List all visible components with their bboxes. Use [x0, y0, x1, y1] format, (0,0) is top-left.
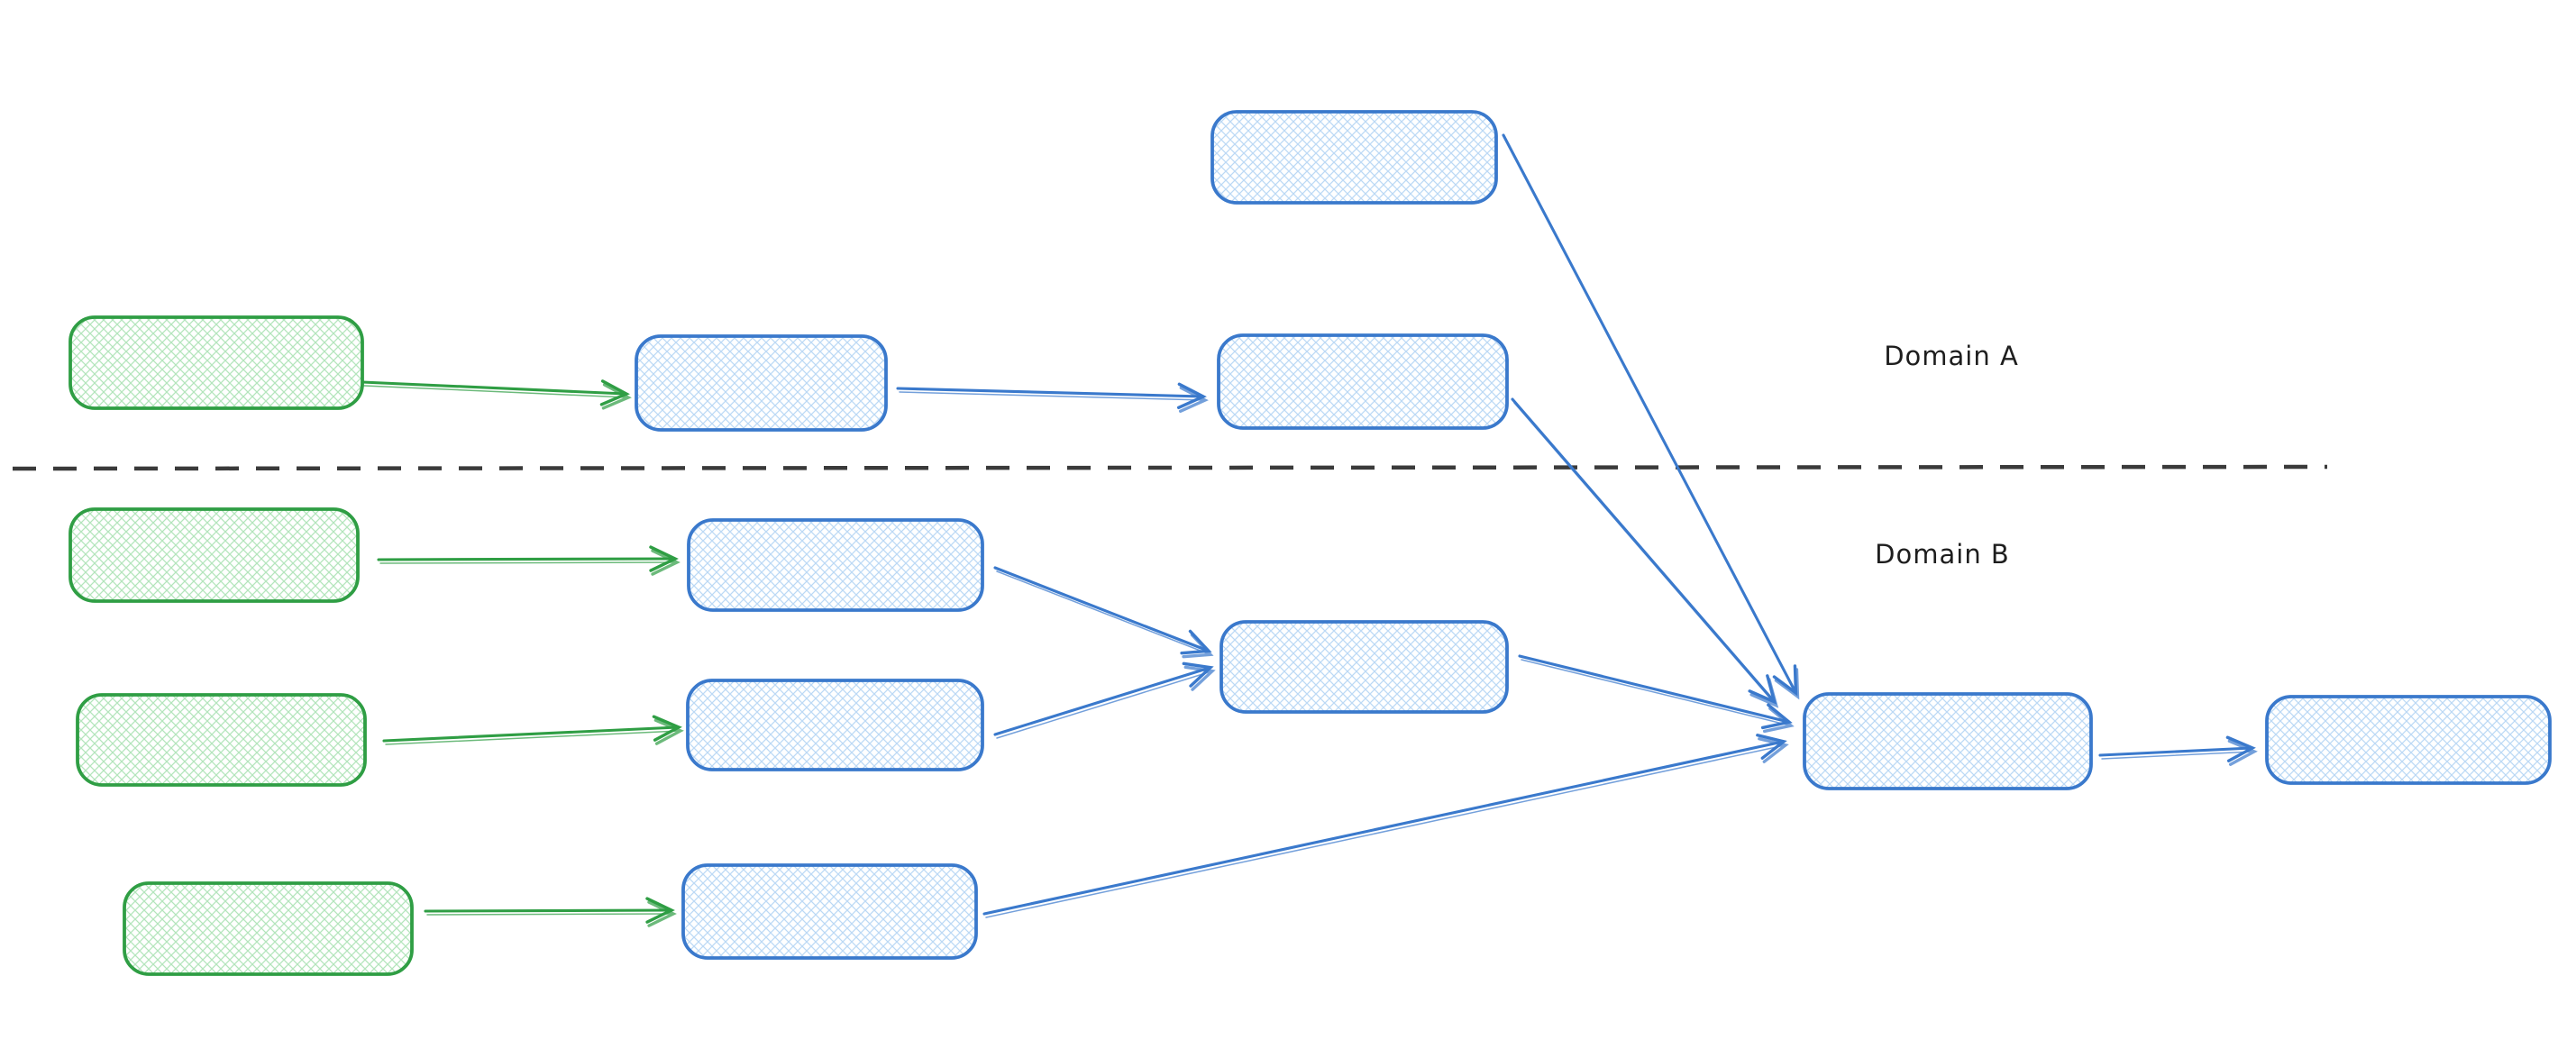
node-blue-final: [2265, 695, 2552, 785]
node-green-b3: [123, 881, 414, 976]
node-green-b2: [76, 693, 367, 787]
node-blue-top: [1210, 110, 1498, 205]
edge-blue-join-to-blue-merge: [1518, 654, 1793, 730]
edge-blue-b3-to-blue-merge-sketch: [985, 737, 1789, 918]
edge-blue-a2-to-blue-merge: [1511, 397, 1777, 705]
domain-divider-line: [12, 464, 2328, 471]
edge-green-a-to-blue-a1-sketch: [363, 383, 632, 410]
edge-blue-merge-to-blue-final: [2098, 735, 2256, 762]
edge-blue-b1-to-blue-join: [993, 566, 1212, 655]
node-blue-a2: [1217, 333, 1509, 430]
edge-green-a-to-blue-a1: [361, 379, 630, 406]
edge-blue-a1-to-blue-a2: [896, 382, 1207, 410]
edge-blue-b1-to-blue-join-sketch: [996, 570, 1214, 659]
node-green-b1: [69, 507, 360, 603]
node-green-a: [69, 315, 364, 410]
node-blue-merge: [1803, 692, 2093, 790]
domain-b-label: Domain B: [1875, 539, 2010, 570]
edge-blue-b2-to-blue-join-sketch: [996, 665, 1216, 739]
node-blue-b2: [686, 679, 984, 771]
node-blue-a1: [635, 334, 888, 432]
edge-blue-top-to-blue-merge: [1502, 133, 1798, 697]
edge-green-b1-to-blue-b1-sketch: [379, 549, 681, 576]
edge-green-b3-to-blue-b3: [424, 897, 675, 924]
edge-green-b2-to-blue-b2-sketch: [385, 718, 684, 745]
edge-blue-b3-to-blue-merge: [982, 734, 1787, 916]
edge-blue-b2-to-blue-join: [993, 661, 1214, 736]
edge-green-b3-to-blue-b3-sketch: [426, 900, 677, 927]
node-blue-b1: [687, 518, 984, 612]
edge-blue-a1-to-blue-a2-sketch: [899, 386, 1209, 414]
edge-green-b1-to-blue-b1: [377, 545, 679, 572]
domain-a-label: Domain A: [1884, 341, 2019, 371]
node-blue-b3: [681, 863, 978, 960]
node-blue-join: [1219, 620, 1509, 714]
edge-blue-join-to-blue-merge-sketch: [1521, 659, 1795, 734]
edge-green-b2-to-blue-b2: [382, 715, 682, 743]
